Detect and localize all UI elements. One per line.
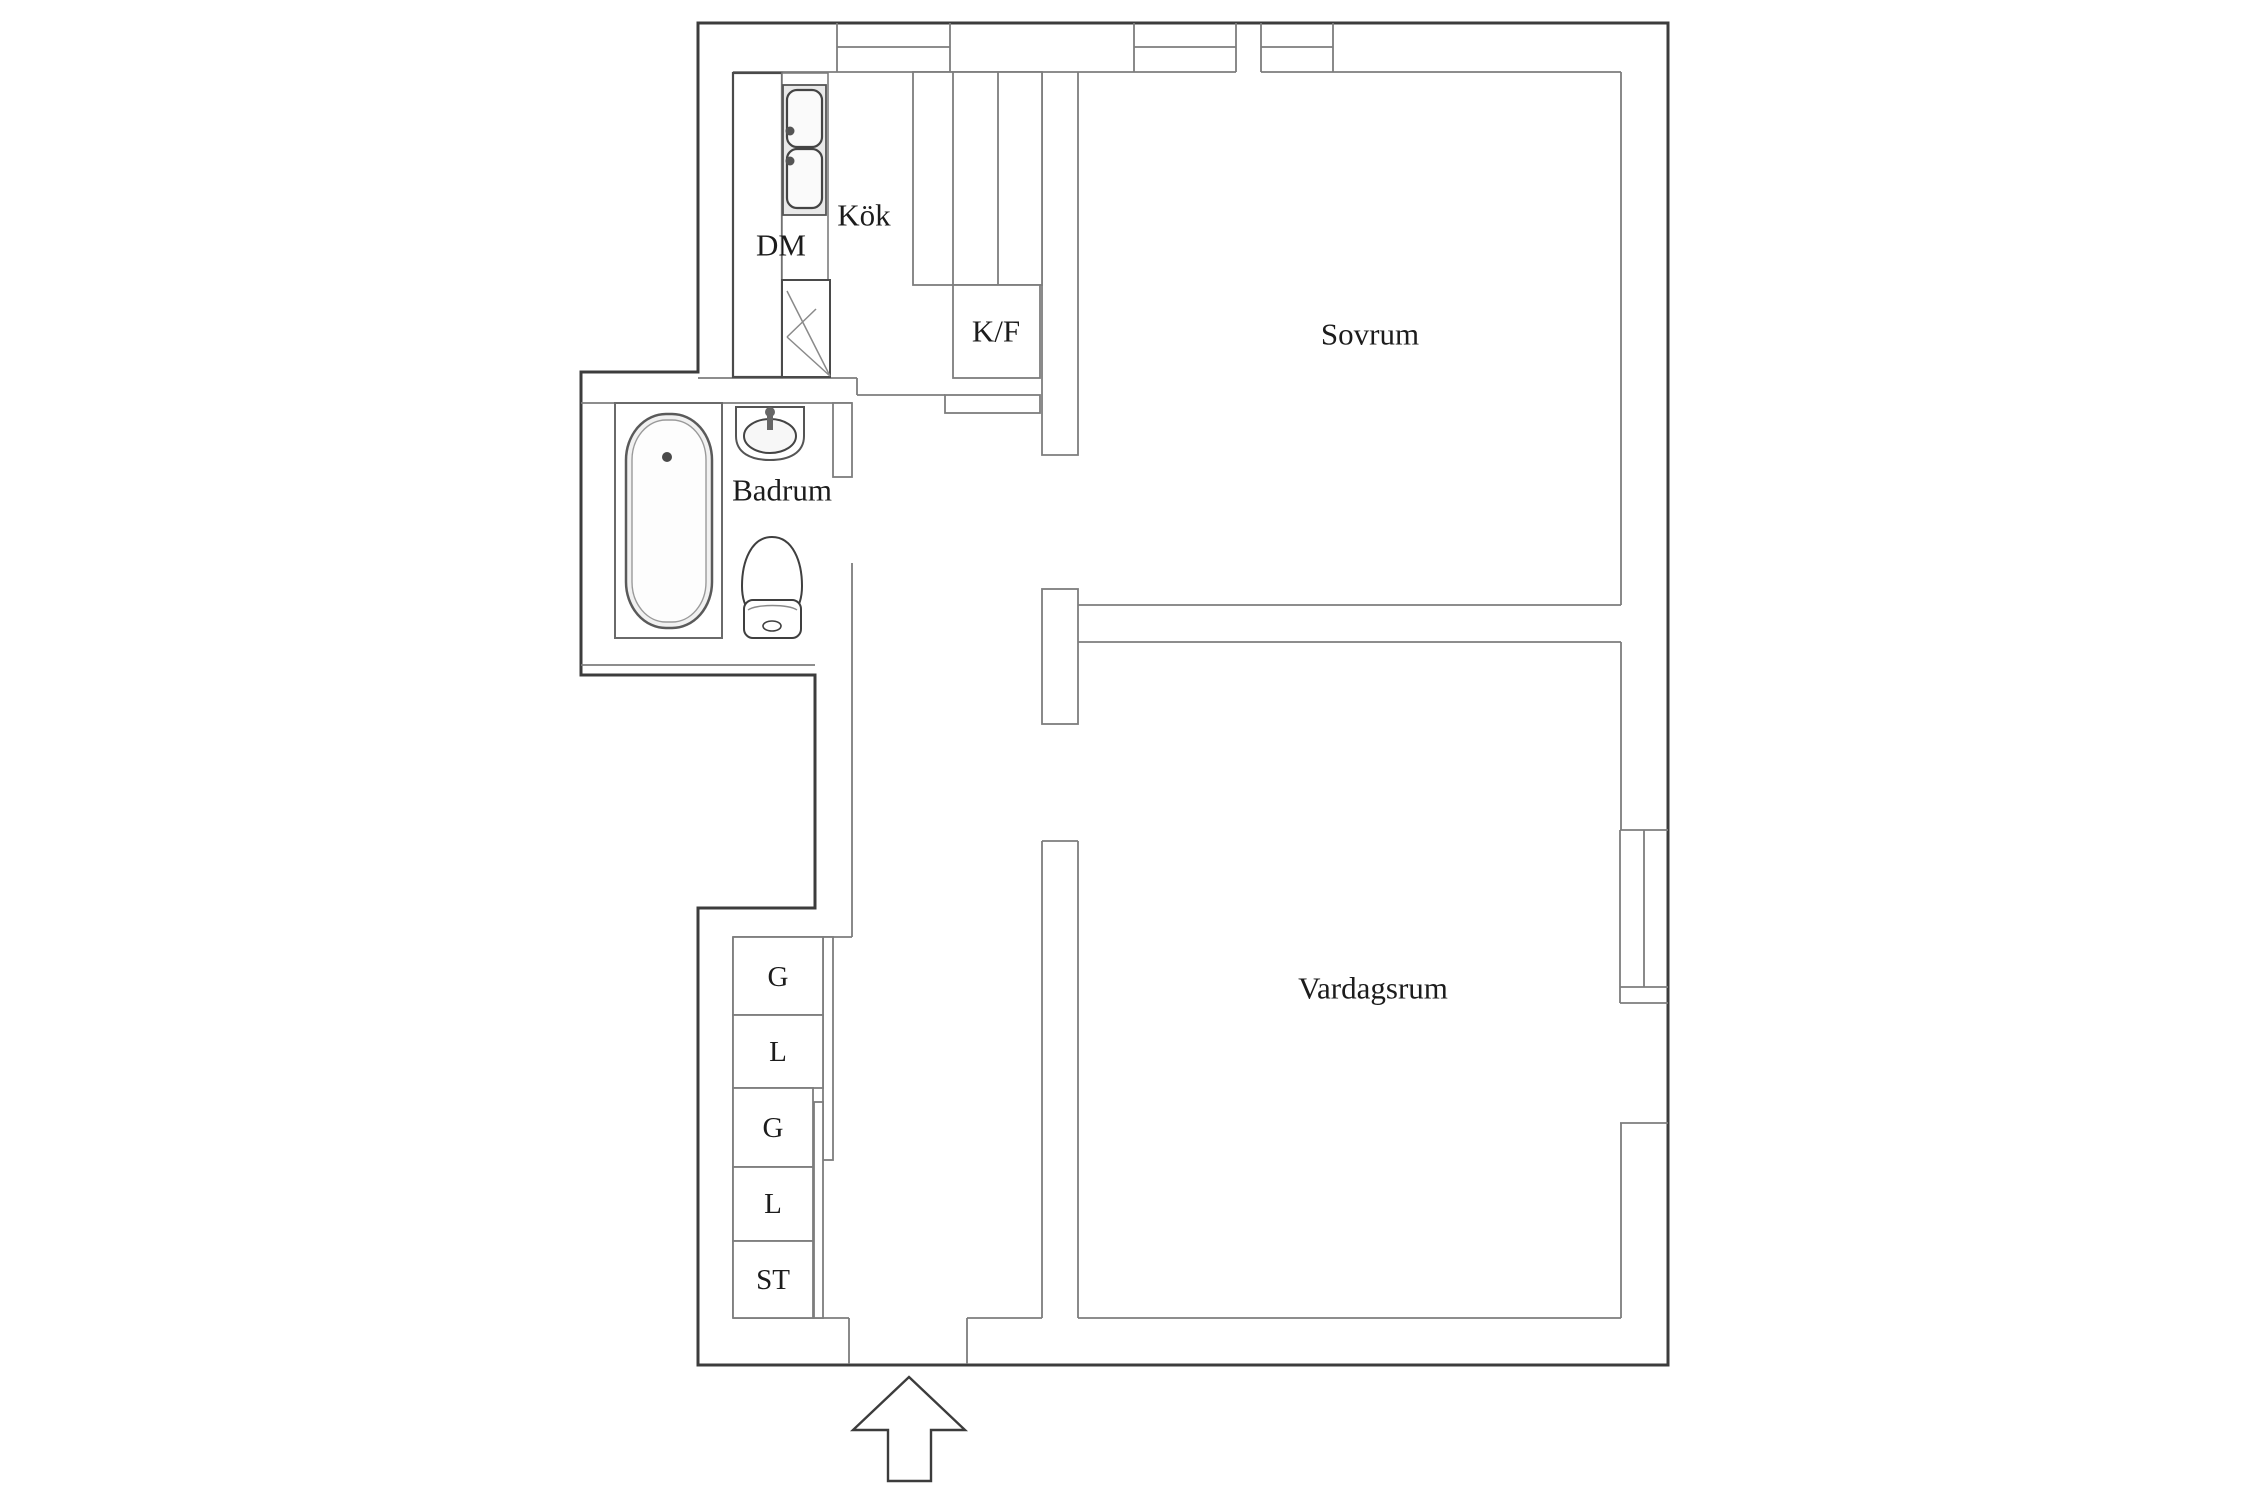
closet-label-3: G [763,1112,784,1144]
toilet-icon [740,535,804,639]
bedroom-window-icon [1133,23,1334,72]
room-label-bathroom: Badrum [732,473,832,508]
closet-label-4: L [764,1188,782,1220]
closet-label-5: ST [756,1264,790,1296]
closet-box-5 [732,1240,814,1319]
corner-cabinet-icon [781,279,831,378]
fridge-freezer-box [952,284,1041,379]
label-dishwasher: DM [756,228,806,263]
bathtub-icon [614,402,723,639]
closet-box-2 [732,1014,824,1089]
kitchen-sink-icon [782,84,827,216]
bathroom-fixtures [614,402,805,639]
kitchen-window-icon [836,23,951,72]
hall-closets [732,936,824,1319]
washbasin-icon [735,406,805,462]
interior-walls [813,72,1621,1364]
closet-box-1 [732,936,824,1016]
outer-wall-outline [579,21,1670,1367]
livingroom-window-icon [1619,829,1668,1124]
closet-box-3 [732,1087,814,1168]
room-label-bedroom: Sovrum [1321,317,1419,352]
room-label-livingroom: Vardagsrum [1298,971,1448,1006]
kitchen-counter [731,71,784,379]
shaft-icon [912,71,1043,286]
windows [836,23,1668,1124]
label-fridge-freezer: K/F [972,314,1020,349]
closet-label-1: G [768,961,789,993]
closet-label-2: L [769,1036,787,1068]
entrance-arrow-icon [849,1375,969,1483]
kitchen-fixtures [731,71,1043,379]
room-label-kitchen: Kök [837,198,891,233]
